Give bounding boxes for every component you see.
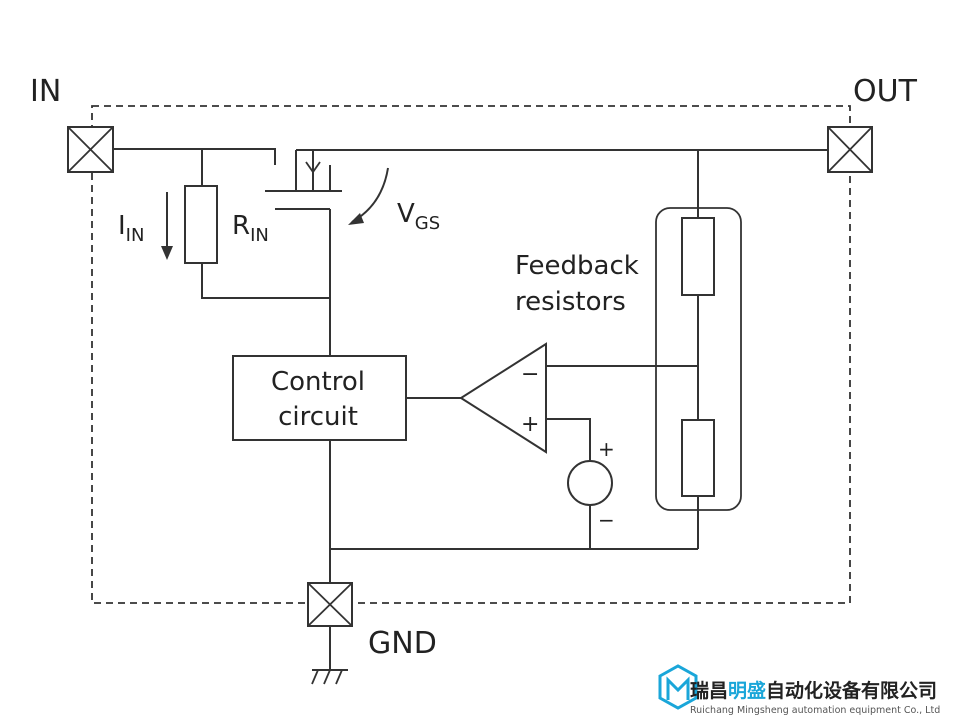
amp-plus-wire (546, 418, 591, 460)
control-circuit-label-line1: Control (271, 367, 365, 397)
pass-mosfet (265, 149, 342, 210)
pin-in-pad (67, 126, 114, 173)
pin-gnd-pad (307, 582, 353, 627)
ground-symbol (311, 669, 348, 685)
pin-in-label: IN (30, 74, 61, 109)
pin-gnd-label: GND (368, 626, 437, 661)
company-name-en: Ruichang Mingsheng automation equipment … (690, 705, 940, 716)
vgs-arrow (351, 167, 389, 223)
ref-minus-sign: − (598, 508, 615, 532)
rin-label: RIN (232, 211, 269, 246)
feedback-label-line2: resistors (515, 287, 626, 317)
iin-arrowhead (161, 246, 173, 260)
amp-minus-sign: − (521, 362, 539, 387)
pin-out-pad (827, 126, 873, 173)
company-logo-icon (658, 664, 698, 710)
input-wire (113, 148, 276, 165)
control-circuit-label-line2: circuit (278, 402, 358, 432)
reference-voltage-source (567, 460, 613, 506)
company-watermark: 瑞昌明盛自动化设备有限公司 Ruichang Mingsheng automat… (658, 664, 940, 716)
vgs-label: VGS (397, 199, 440, 234)
feedback-resistors-group (655, 207, 742, 511)
rin-resistor (184, 185, 218, 264)
pin-out-label: OUT (853, 74, 918, 109)
feedback-resistor-top (681, 217, 715, 296)
iin-label: IIN (118, 211, 144, 246)
control-circuit-box (232, 355, 407, 441)
ref-plus-sign: + (598, 437, 615, 461)
company-name-cn: 瑞昌明盛自动化设备有限公司 (690, 679, 937, 702)
amp-plus-sign: + (521, 412, 539, 437)
chip-boundary (91, 105, 851, 604)
vgs-arrowhead (348, 213, 364, 225)
feedback-label-line1: Feedback (515, 251, 639, 281)
feedback-resistor-bottom (681, 419, 715, 497)
rin-bottom-wire (201, 263, 330, 299)
error-amplifier (459, 342, 547, 454)
